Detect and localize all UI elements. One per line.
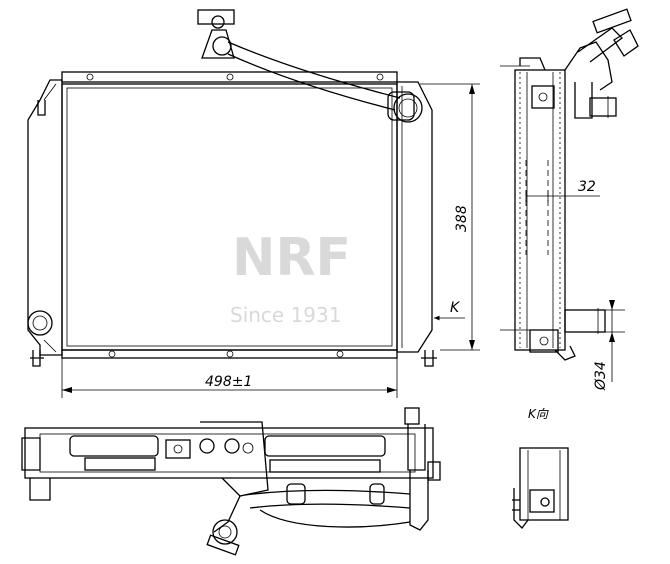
bottom-view-hose: [244, 489, 411, 496]
k-view-bolt: [540, 497, 550, 507]
bottom-view-left-tank: [21, 437, 41, 471]
bottom-view-bracket: [165, 439, 191, 459]
right-pipe-outlet: [393, 93, 423, 123]
height-dimension: 388: [420, 83, 480, 351]
left-tank: [27, 79, 63, 356]
bottom-bracket: [61, 349, 398, 359]
side-filler-neck: [564, 41, 613, 91]
k-view-title: K向: [528, 407, 549, 421]
side-view: 32 Ø34: [500, 8, 639, 391]
watermark-logo: NRF: [232, 228, 351, 288]
k-view-body: [519, 447, 569, 521]
bottom-view-right-pipe: [407, 424, 426, 471]
side-pipe-upper: [574, 82, 593, 119]
filler-neck: [201, 29, 235, 59]
bottom-view-filler: [212, 519, 238, 545]
upper-hose: [227, 41, 401, 99]
side-bracket-top: [531, 85, 555, 109]
side-core: [514, 69, 566, 351]
height-dimension-label: 388: [454, 205, 470, 232]
bottom-view-frame: [24, 427, 434, 479]
side-filler-cap: [592, 8, 632, 34]
front-view: K: [27, 9, 465, 367]
bottom-view: [21, 407, 441, 556]
core-thickness-label: 32: [578, 179, 596, 195]
left-pipe-outlet: [27, 310, 53, 336]
pipe-diameter-label: Ø34: [593, 361, 609, 391]
top-bracket: [61, 71, 398, 83]
right-mount-pin: [421, 350, 437, 367]
left-mount-pin: [30, 350, 44, 367]
k-view-detail: K向: [512, 407, 569, 529]
width-dimension-label: 498±1: [205, 374, 252, 390]
filler-cap: [197, 9, 235, 25]
side-pipe-lower: [564, 309, 606, 333]
width-dimension: 498±1: [61, 358, 398, 398]
watermark: NRF Since 1931: [230, 228, 351, 327]
view-k-label: K: [450, 300, 461, 316]
watermark-since: Since 1931: [230, 303, 341, 327]
